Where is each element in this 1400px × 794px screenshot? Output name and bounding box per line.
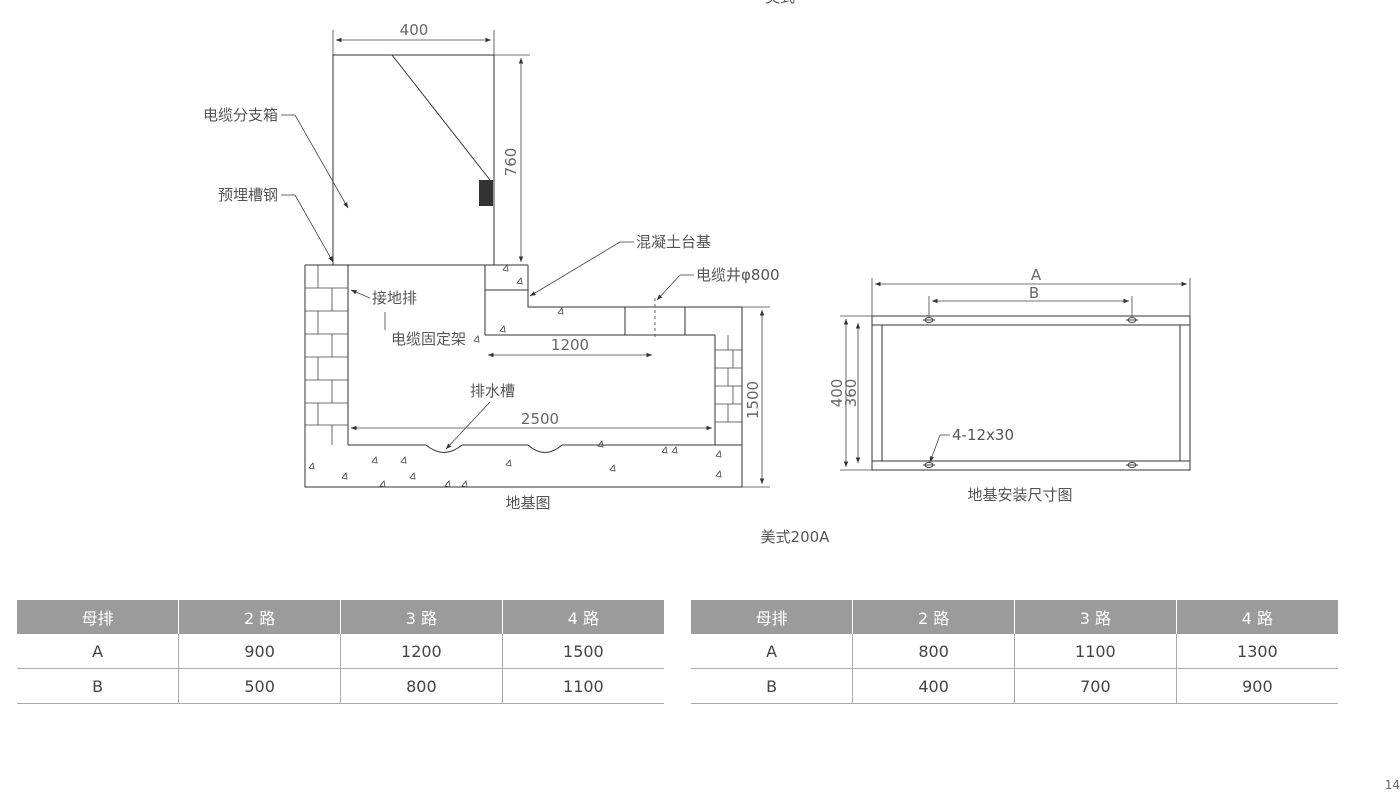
table-cell: 1100 [502,668,664,704]
col-header: 4 路 [502,600,664,634]
foundation-drawing: 美式 400 760 [203,0,1191,546]
label-embedded-channel-steel: 预埋槽钢 [218,186,278,204]
dim-plan-inner-label: 360 [842,379,860,408]
leader-cable-branch-box: 电缆分支箱 [203,106,349,209]
concrete-hatch [308,264,722,488]
dim-box-height-label: 760 [502,148,520,177]
brick-pattern [305,265,742,445]
caption-installation: 地基安装尺寸图 [967,486,1072,504]
table-cell: 500 [178,668,341,704]
table-row: A 900 1200 1500 [17,634,664,669]
dim-base-height-label: 1500 [744,381,762,419]
handle-block [479,180,493,206]
dim-a: A [871,266,1191,316]
table-cell: 1200 [340,634,503,669]
dim-box-height: 760 [494,54,530,262]
table-cell: B [691,668,854,704]
leader-embedded-channel: 预埋槽钢 [218,186,334,263]
caption-foundation: 地基图 [505,494,550,512]
table-cell: 1300 [1176,634,1338,669]
label-cable-fixing-frame: 电缆固定架 [391,330,466,348]
col-header: 3 路 [340,600,503,634]
col-header: 母排 [17,600,180,634]
dim-b: B [928,284,1133,316]
table-cell: 1500 [502,634,664,669]
leader-bolt-holes: 4-12x30 [929,426,1014,463]
leader-cable-fixing-frame: 电缆固定架 [384,312,466,348]
leader-cable-well: 电缆井φ800 [656,266,780,301]
col-header: 母排 [691,600,854,634]
dim-plan-depth: 400 360 [828,315,872,471]
table-cell: 700 [1014,668,1177,704]
installation-plan [871,315,1191,471]
caption-model: 美式200A [761,528,831,546]
foundation-section [304,264,743,488]
dim-pit-width: 1200 [488,336,652,358]
table-cell: A [17,634,180,669]
dim-base-height: 1500 [742,306,770,488]
label-cable-branch-box: 电缆分支箱 [203,106,278,124]
cable-branch-box [332,54,495,266]
dim-base-width: 2500 [351,410,712,431]
dim-b-label: B [1029,284,1039,302]
table-cell: 400 [852,668,1015,704]
dim-pit-width-label: 1200 [551,336,589,354]
spec-table-right: 母排 2 路 3 路 4 路 A 800 1100 1300 B 400 700… [691,600,1338,704]
page-number: 14 [1384,778,1400,792]
table-cell: 1100 [1014,634,1177,669]
label-concrete-base: 混凝土台基 [636,233,711,251]
table-row: B 400 700 900 [691,668,1338,704]
leader-concrete-base: 混凝土台基 [529,233,711,297]
spec-table-left: 母排 2 路 3 路 4 路 A 900 1200 1500 B 500 800… [17,600,664,704]
table-cell: 800 [852,634,1015,669]
top-title: 美式 [765,0,795,6]
table-cell: A [691,634,854,669]
table-cell: 900 [178,634,341,669]
table-cell: 800 [340,668,503,704]
label-cable-well: 电缆井φ800 [696,266,780,284]
col-header: 2 路 [852,600,1015,634]
table-row: B 500 800 1100 [17,668,664,704]
dim-plan-outer-label: 400 [828,379,846,408]
dim-box-width-label: 400 [400,21,429,39]
dim-a-label: A [1031,266,1042,284]
label-drainage-trough: 排水槽 [470,382,515,400]
table-row: A 800 1100 1300 [691,634,1338,669]
leader-grounding-bar: 接地排 [350,289,417,307]
table-cell: 900 [1176,668,1338,704]
dim-base-width-label: 2500 [521,410,559,428]
table-cell: B [17,668,180,704]
label-bolt-holes: 4-12x30 [952,426,1014,444]
dim-box-width: 400 [332,21,495,55]
col-header: 3 路 [1014,600,1177,634]
col-header: 4 路 [1176,600,1338,634]
table-header-row: 母排 2 路 3 路 4 路 [17,600,664,634]
label-grounding-bar: 接地排 [372,289,417,307]
table-header-row: 母排 2 路 3 路 4 路 [691,600,1338,634]
col-header: 2 路 [178,600,341,634]
leader-drainage-trough: 排水槽 [445,382,515,450]
bolt-holes [923,317,1138,468]
